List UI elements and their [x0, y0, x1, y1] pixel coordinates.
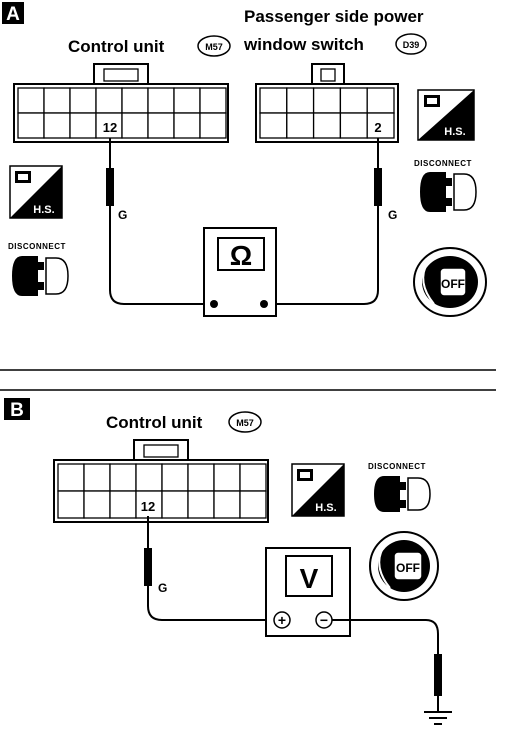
hs-icon-a-right	[417, 89, 475, 141]
voltmeter-plus-symbol: +	[278, 612, 286, 628]
connector-cavity	[199, 112, 227, 139]
hs-icon-b	[291, 463, 345, 517]
switch-pin-a: 2	[374, 120, 381, 135]
control-unit-connector-body-b	[53, 439, 269, 523]
hs-label-a-left: H.S.	[33, 204, 54, 216]
connector-cavity	[173, 112, 201, 139]
left-probe-a	[106, 138, 214, 305]
control-unit-pin-b: 12	[141, 499, 155, 514]
control-unit-connector-a: M57	[205, 42, 223, 52]
connector-cavity	[239, 463, 267, 492]
ignition-label-b: OFF	[396, 561, 420, 575]
ohmmeter	[203, 227, 277, 317]
ignition-key-icon-a	[413, 247, 487, 317]
connector-cavity	[286, 87, 315, 114]
connector-cavity	[17, 87, 45, 114]
ignition-key-icon-b	[369, 531, 439, 601]
connector-cavity	[239, 490, 267, 519]
connector-cavity	[43, 112, 71, 139]
connector-cavity	[57, 463, 85, 492]
connector-cavity	[187, 463, 215, 492]
wire-color-b: G	[158, 581, 167, 595]
connector-cavity	[147, 87, 175, 114]
connector-cavity	[286, 112, 315, 139]
connector-badge-b-cu	[228, 411, 262, 433]
switch-label-line2: window switch	[243, 35, 364, 54]
switch-label-line1: Passenger side power	[244, 7, 424, 26]
connector-cavity	[69, 87, 97, 114]
connector-cavity	[366, 112, 395, 139]
connector-cavity	[83, 463, 111, 492]
connector-cavity	[187, 490, 215, 519]
section-a-badge	[2, 2, 24, 24]
disconnect-label-b: DISCONNECT	[368, 462, 426, 471]
connector-cavity	[135, 463, 163, 492]
ohmmeter-symbol: Ω	[230, 240, 252, 271]
connector-cavity	[109, 463, 137, 492]
connector-cavity	[312, 112, 342, 139]
disconnect-plug-icon-a-right	[420, 172, 477, 212]
connector-cavity	[173, 87, 201, 114]
switch-connector-body-a	[255, 63, 399, 143]
connector-badge-a-sw	[395, 33, 427, 55]
connector-cavity	[161, 490, 189, 519]
disconnect-plug-icon-b	[374, 476, 431, 512]
section-a: A Control unit M57 Passenger side power …	[2, 2, 487, 317]
disconnect-label-a-left: DISCONNECT	[8, 242, 66, 251]
connector-cavity	[161, 463, 189, 492]
disconnect-plug-icon-a-left	[12, 256, 69, 296]
voltmeter-minus-symbol: −	[320, 612, 328, 628]
control-unit-pin-a: 12	[103, 120, 117, 135]
connector-cavity	[339, 87, 368, 114]
connector-cavity	[199, 87, 227, 114]
section-b-badge	[4, 398, 30, 420]
ground-symbol	[424, 711, 452, 725]
hs-icon-a-left	[9, 165, 63, 219]
section-a-label: A	[6, 4, 20, 25]
connector-cavity	[366, 87, 395, 114]
connector-cavity	[259, 87, 288, 114]
hs-label-b: H.S.	[315, 502, 336, 514]
connector-cavity	[213, 490, 241, 519]
control-unit-label-a: Control unit	[68, 37, 165, 56]
connector-cavity	[213, 463, 241, 492]
connector-cavity	[57, 490, 85, 519]
control-unit-connector-body-a	[13, 63, 229, 143]
control-unit-connector-b: M57	[236, 418, 254, 428]
wire-color-right-a: G	[388, 208, 397, 222]
disconnect-label-a-right: DISCONNECT	[414, 159, 472, 168]
connector-cavity	[83, 490, 111, 519]
section-b-label: B	[10, 400, 24, 421]
control-unit-label-b: Control unit	[106, 413, 203, 432]
connector-cavity	[147, 112, 175, 139]
connector-badge-a-cu	[197, 35, 231, 57]
ground-lead-b	[332, 619, 442, 712]
connector-cavity	[43, 87, 71, 114]
connector-cavity	[95, 112, 123, 139]
connector-cavity	[121, 87, 149, 114]
connector-cavity	[121, 112, 149, 139]
connector-cavity	[69, 112, 97, 139]
wire-color-left-a: G	[118, 208, 127, 222]
section-b: B Control unit M57 12 G V + −	[4, 398, 452, 725]
ignition-label-a: OFF	[441, 277, 465, 291]
right-probe-a	[264, 138, 382, 305]
switch-connector-a: D39	[403, 40, 420, 50]
hs-label-a-right: H.S.	[444, 126, 465, 138]
connector-cavity	[259, 112, 288, 139]
connector-cavity	[312, 87, 342, 114]
voltmeter-symbol: V	[300, 563, 319, 594]
probe-b	[144, 516, 282, 621]
connector-cavity	[109, 490, 137, 519]
connector-cavity	[339, 112, 368, 139]
connector-cavity	[95, 87, 123, 114]
connector-cavity	[17, 112, 45, 139]
